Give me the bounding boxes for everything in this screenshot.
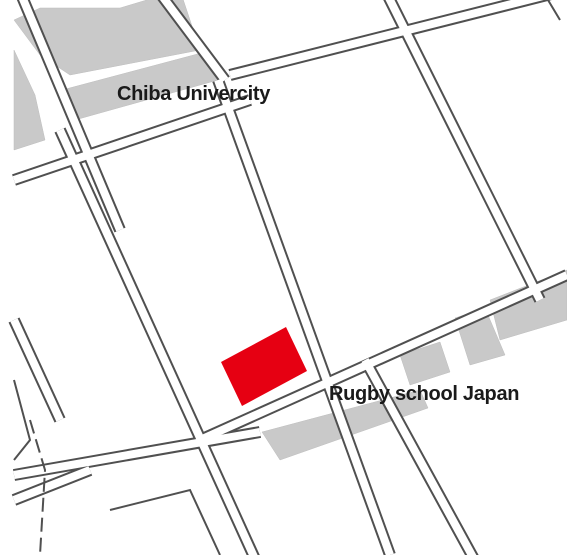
label-rugby-school-japan: Rugby school Japan	[329, 383, 520, 405]
block-outlines	[13, 0, 561, 555]
road-fill-lower-left	[10, 318, 64, 422]
road-fill-h-lower	[13, 428, 261, 479]
highlighted-site	[221, 327, 307, 406]
road-fill-e	[160, 0, 229, 83]
road-fill-f	[361, 358, 477, 555]
road-network	[8, 0, 567, 555]
road-fill-right-upper	[229, 0, 544, 79]
road-fill-lower-left-b	[12, 466, 92, 504]
building-right-c	[399, 341, 451, 386]
road-fill-b	[56, 128, 258, 555]
label-chiba-university: Chiba Univercity	[117, 83, 271, 105]
dashed-boundary	[29, 419, 47, 555]
block-outline-bottom	[109, 488, 221, 555]
road-fill-h-upper	[12, 96, 252, 184]
building-left-edge	[13, 49, 46, 151]
road-fill-c	[214, 78, 394, 555]
road-top-right-stub	[547, 0, 561, 21]
block-outline-left	[13, 379, 32, 461]
road-fill-h-mid	[198, 271, 567, 444]
road-fill-a	[19, 0, 124, 232]
